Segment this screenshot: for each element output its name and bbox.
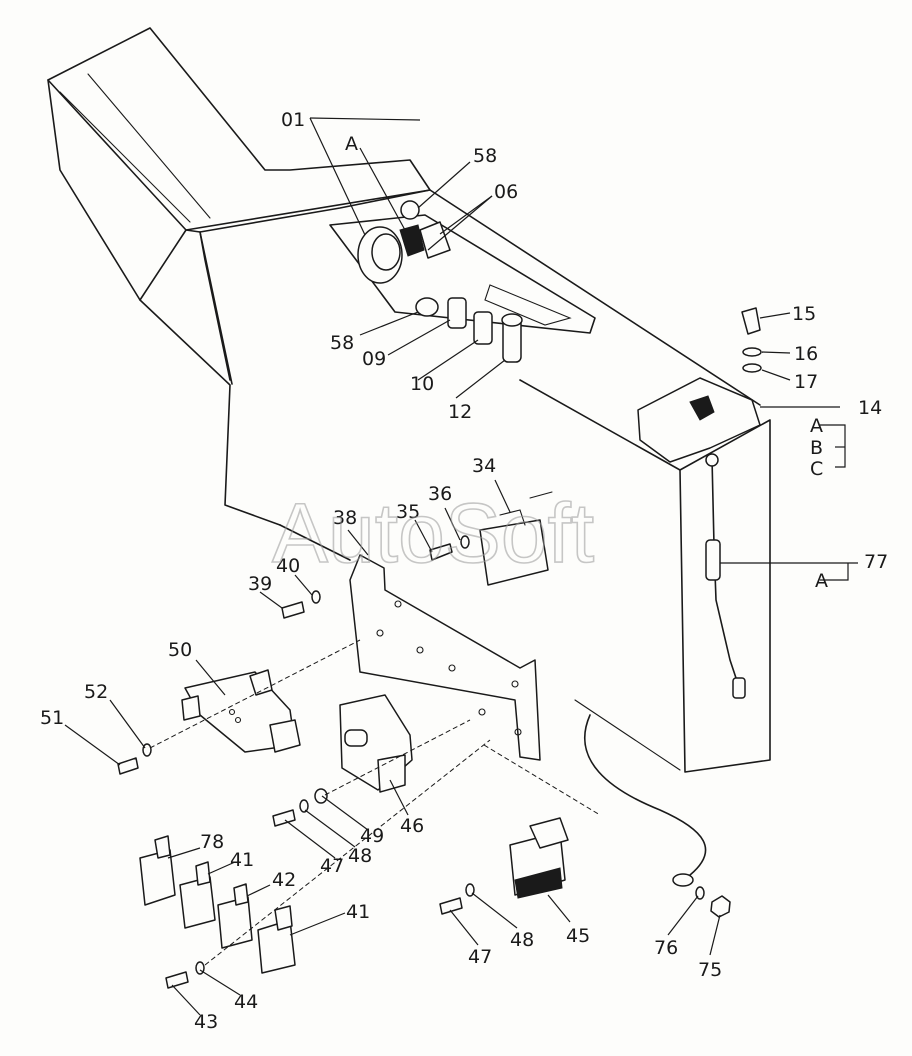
ground-cable xyxy=(584,714,707,887)
screws-51-52 xyxy=(117,743,152,775)
label-77: 77 xyxy=(864,551,888,573)
watermark: AutoSoft xyxy=(272,486,594,580)
cable-part-77 xyxy=(705,453,746,699)
label-75: 75 xyxy=(698,959,722,981)
part-50 xyxy=(181,669,301,753)
label-46: 46 xyxy=(400,815,424,837)
label-78: 78 xyxy=(200,831,224,853)
label-12: 12 xyxy=(448,401,472,423)
screws-43-44 xyxy=(165,961,205,989)
ignition-switch-part-01 xyxy=(357,200,451,284)
label-14-A: A xyxy=(810,415,823,437)
relay-part-34 xyxy=(479,491,553,586)
fasteners-15-16-17 xyxy=(741,307,762,373)
label-49: 49 xyxy=(360,825,384,847)
label-58-mid: 58 xyxy=(330,332,354,354)
label-76: 76 xyxy=(654,937,678,959)
label-41-lower: 41 xyxy=(346,901,370,923)
label-38: 38 xyxy=(333,507,357,529)
label-39: 39 xyxy=(248,573,272,595)
label-50: 50 xyxy=(168,639,192,661)
label-35: 35 xyxy=(396,501,420,523)
label-43: 43 xyxy=(194,1011,218,1033)
label-52: 52 xyxy=(84,681,108,703)
nut-washer-75-76 xyxy=(695,886,731,918)
bracket-part-38 xyxy=(349,554,541,761)
console-housing xyxy=(47,27,771,773)
label-44: 44 xyxy=(234,991,258,1013)
label-17: 17 xyxy=(794,371,818,393)
label-40: 40 xyxy=(276,555,300,577)
label-34: 34 xyxy=(472,455,496,477)
callout-labels: 01 A 58 06 58 09 10 12 15 16 17 14 A B C… xyxy=(40,109,888,1033)
label-51: 51 xyxy=(40,707,64,729)
label-06: 06 xyxy=(494,181,518,203)
screws-47-48-right xyxy=(439,883,475,915)
label-58-top: 58 xyxy=(473,145,497,167)
label-47-left: 47 xyxy=(320,855,344,877)
label-36: 36 xyxy=(428,483,452,505)
label-45: 45 xyxy=(566,925,590,947)
label-01-A: A xyxy=(345,133,358,155)
label-41-upper: 41 xyxy=(230,849,254,871)
relay-part-45 xyxy=(509,817,569,899)
label-42: 42 xyxy=(272,869,296,891)
label-48-left: 48 xyxy=(348,845,372,867)
relay-group-78-41-42 xyxy=(139,835,296,974)
label-48-right: 48 xyxy=(510,929,534,951)
label-15: 15 xyxy=(792,303,816,325)
part-46 xyxy=(339,694,413,793)
leader-lines xyxy=(64,117,858,1016)
label-09: 09 xyxy=(362,348,386,370)
label-14: 14 xyxy=(858,397,882,419)
label-16: 16 xyxy=(794,343,818,365)
label-14-C: C xyxy=(810,458,823,480)
screws-35-36-39-40 xyxy=(281,535,470,619)
switch-knobs xyxy=(415,297,523,363)
label-01: 01 xyxy=(281,109,305,131)
screws-47-48-49 xyxy=(272,788,328,827)
label-10: 10 xyxy=(410,373,434,395)
label-14-B: B xyxy=(810,437,823,459)
label-77-A: A xyxy=(815,570,828,592)
explode-lines xyxy=(149,639,601,966)
label-47-right: 47 xyxy=(468,946,492,968)
